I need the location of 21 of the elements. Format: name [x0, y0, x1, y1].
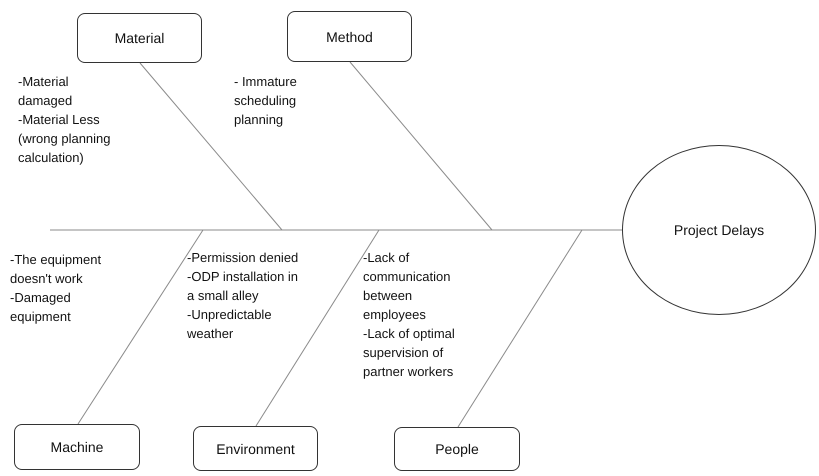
- cause-text: -The equipment doesn't work: [10, 251, 102, 288]
- category-box: Machine: [14, 424, 140, 470]
- bone-line: [458, 230, 582, 428]
- cause-text: -Unpredictable weather: [187, 306, 273, 343]
- cause-text: -ODP installation in a small alley: [187, 268, 299, 305]
- cause-text: -Material Less (wrong planning calculation): [18, 111, 112, 167]
- bone-line: [78, 230, 204, 424]
- cause-text: -Lack of optimal supervision of partner workers: [363, 325, 456, 381]
- cause-text: -Material damaged: [18, 73, 74, 110]
- bone-line: [256, 230, 380, 426]
- category-box: Method: [287, 11, 412, 62]
- category-box: People: [394, 427, 520, 471]
- effect-ellipse: Project Delays: [622, 145, 816, 315]
- bone-line: [350, 62, 492, 230]
- cause-text: - Immature scheduling planning: [234, 73, 298, 129]
- cause-text: -Permission denied: [187, 249, 299, 267]
- bone-line: [140, 62, 282, 230]
- category-box: Material: [77, 13, 202, 63]
- cause-text: -Lack of communication between employees: [363, 249, 452, 324]
- cause-text: -Damaged equipment: [10, 289, 72, 326]
- category-box: Environment: [193, 426, 318, 471]
